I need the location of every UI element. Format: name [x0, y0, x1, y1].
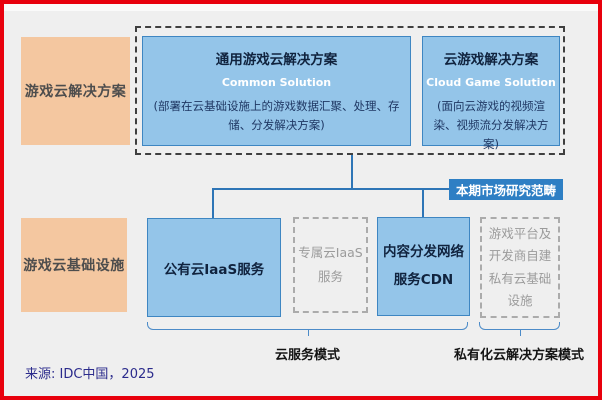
private-solution-mode-label: 私有化云解决方案模式	[453, 348, 584, 363]
private-cloud-line2: 开发商自建	[488, 248, 552, 264]
cdn-service-box: 内容分发网络 服务CDN	[377, 217, 470, 316]
dedicated-cloud-iaas-line2: 服务	[317, 269, 343, 284]
connector-vertical-right	[422, 188, 424, 218]
source-citation: 来源: IDC中国，2025	[25, 367, 155, 382]
private-cloud-infrastructure-box: 游戏平台及 开发商自建 私有云基础 设施	[480, 217, 560, 318]
dedicated-cloud-iaas-box: 专属云IaaS 服务	[293, 217, 368, 313]
row-label-game-cloud-infrastructure: 游戏云基础设施	[21, 218, 127, 312]
cloud-service-brace	[147, 322, 468, 336]
private-solution-brace	[479, 322, 560, 336]
common-solution-subtitle: Common Solution	[221, 76, 332, 89]
research-scope-dashed-container	[135, 26, 565, 155]
cloud-service-mode-label: 云服务模式	[274, 348, 340, 363]
common-solution-box: 通用游戏云解决方案 Common Solution (部署在云基础设施上的游戏数…	[142, 36, 411, 146]
row-label-game-cloud-solutions: 游戏云解决方案	[21, 37, 130, 145]
cloud-game-solution-box: 云游戏解决方案 Cloud Game Solution (面向云游戏的视频渲染、…	[422, 36, 560, 151]
cloud-game-solution-description: (面向云游戏的视频渲染、视频流分发解决方案)	[433, 99, 549, 151]
common-solution-title: 通用游戏云解决方案	[215, 52, 338, 68]
dedicated-cloud-iaas-line1: 专属云IaaS	[298, 245, 363, 261]
private-cloud-line1: 游戏平台及	[488, 226, 552, 241]
connector-vertical-top	[351, 155, 353, 189]
top-strip	[4, 4, 598, 11]
cdn-service-line1: 内容分发网络	[383, 243, 464, 260]
cdn-service-line2: 服务CDN	[393, 271, 454, 288]
research-scope-badge: 本期市场研究范畴	[449, 179, 563, 200]
cloud-game-solution-title: 云游戏解决方案	[443, 52, 539, 68]
cloud-game-solution-subtitle: Cloud Game Solution	[426, 76, 556, 89]
private-cloud-line3: 私有云基础	[488, 270, 552, 286]
connector-vertical-left	[212, 188, 214, 218]
private-cloud-line4: 设施	[507, 292, 533, 308]
common-solution-description: (部署在云基础设施上的游戏数据汇聚、处理、存储、分发解决方案)	[153, 99, 400, 132]
connector-horizontal	[212, 188, 450, 190]
public-cloud-iaas-box: 公有云IaaS服务	[147, 218, 281, 317]
